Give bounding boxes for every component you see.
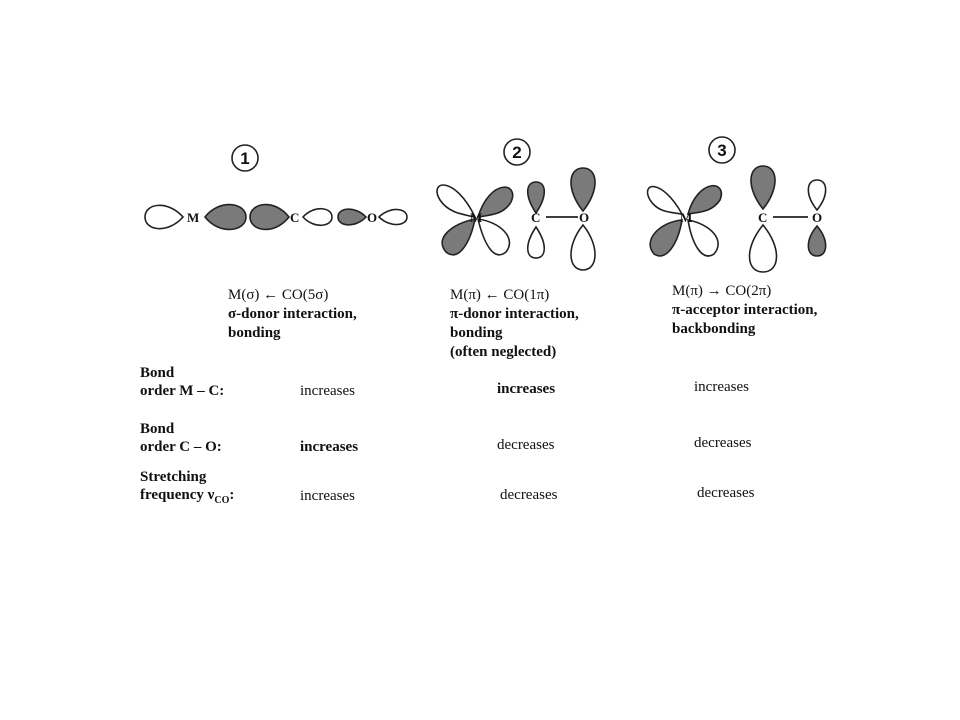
carbon-p-upper-lobe (526, 181, 546, 215)
carbon-pistar-lower-lobe (748, 223, 778, 273)
svg-text:C: C (531, 210, 540, 225)
circled-number-2: 2 (503, 138, 531, 166)
value-freq-col3: decreases (697, 485, 755, 501)
oxygen-pistar-upper-lobe (807, 179, 827, 212)
column-3-desc-line-2: backbonding (672, 321, 756, 337)
metal-d-lobe-lower-left (441, 217, 477, 256)
oxygen-front-lobe (337, 208, 368, 226)
column-2-description: M(π) ← CO(1π) π-donor interaction, bondi… (450, 286, 579, 362)
oxygen-pistar-lower-lobe (807, 224, 827, 257)
svg-text:M: M (470, 210, 482, 225)
value-freq-col2: decreases (500, 487, 558, 503)
svg-text:3: 3 (717, 141, 726, 160)
row-label-bond-order-co: Bond order C – O: (140, 421, 222, 455)
svg-text:1: 1 (240, 149, 249, 168)
metal-sigma-dark-lobe (203, 203, 247, 231)
value-co-col2: decreases (497, 437, 555, 453)
carbon-back-lobe (301, 207, 333, 227)
column-2-desc-line-1: π-donor interaction, (450, 306, 579, 322)
metal-d-lobe-upper-right (476, 186, 514, 218)
circled-number-1: 1 (231, 144, 259, 172)
carbon-p-lower-lobe (526, 225, 546, 259)
column-2-desc-line-3: (often neglected) (450, 344, 557, 360)
metal-d-lobe-upper-left (436, 184, 477, 219)
svg-text:O: O (367, 210, 377, 225)
row-label-bond-order-mc: Bond order M – C: (140, 365, 225, 399)
value-freq-col1: increases (300, 488, 355, 504)
svg-text:M: M (680, 210, 692, 225)
oxygen-p-upper-lobe (570, 167, 596, 213)
column-1-description: M(σ) ← CO(5σ) σ-donor interaction, bondi… (228, 286, 357, 343)
svg-text:O: O (812, 210, 822, 225)
value-mc-col2: increases (497, 381, 556, 397)
column-3-title: M(π) → CO(2π) (672, 283, 772, 299)
row-label-stretching-frequency: Stretching frequency νCO: (140, 469, 235, 506)
column-2-desc-line-2: bonding (450, 325, 503, 341)
column-1-title: M(σ) ← CO(5σ) (228, 287, 329, 303)
svg-text:C: C (758, 210, 767, 225)
metal-d-lobe-lower-right (687, 219, 719, 257)
metal-d-lobe-upper-left (646, 185, 684, 216)
pi-acceptor-orbital-figure: M C O (646, 165, 827, 273)
metal-d-lobe-upper-right (686, 185, 723, 215)
value-co-col1: increases (300, 439, 359, 455)
svg-text:O: O (579, 210, 589, 225)
value-mc-col3: increases (694, 379, 749, 395)
value-mc-col1: increases (300, 383, 355, 399)
circled-number-3: 3 (708, 136, 736, 164)
svg-text:C: C (290, 210, 299, 225)
oxygen-p-lower-lobe (570, 223, 596, 271)
carbon-pistar-upper-lobe (750, 165, 776, 211)
metal-sigma-lobe (144, 204, 185, 230)
svg-text:M: M (187, 210, 199, 225)
sigma-orbital-figure: M C O (144, 203, 408, 231)
oxygen-back-lobe (377, 208, 408, 226)
svg-text:2: 2 (512, 143, 521, 162)
metal-d-lobe-lower-right (476, 218, 511, 256)
column-1-desc-line-1: σ-donor interaction, (228, 306, 357, 322)
column-3-description: M(π) → CO(2π) π-acceptor interaction, ba… (672, 282, 817, 339)
metal-d-lobe-lower-left (649, 219, 683, 257)
pi-donor-orbital-figure: M C O (436, 167, 596, 271)
co-5sigma-lobe (249, 203, 291, 231)
value-co-col3: decreases (694, 435, 752, 451)
column-2-title: M(π) ← CO(1π) (450, 287, 550, 303)
column-1-desc-line-2: bonding (228, 325, 281, 341)
column-3-desc-line-1: π-acceptor interaction, (672, 302, 818, 318)
